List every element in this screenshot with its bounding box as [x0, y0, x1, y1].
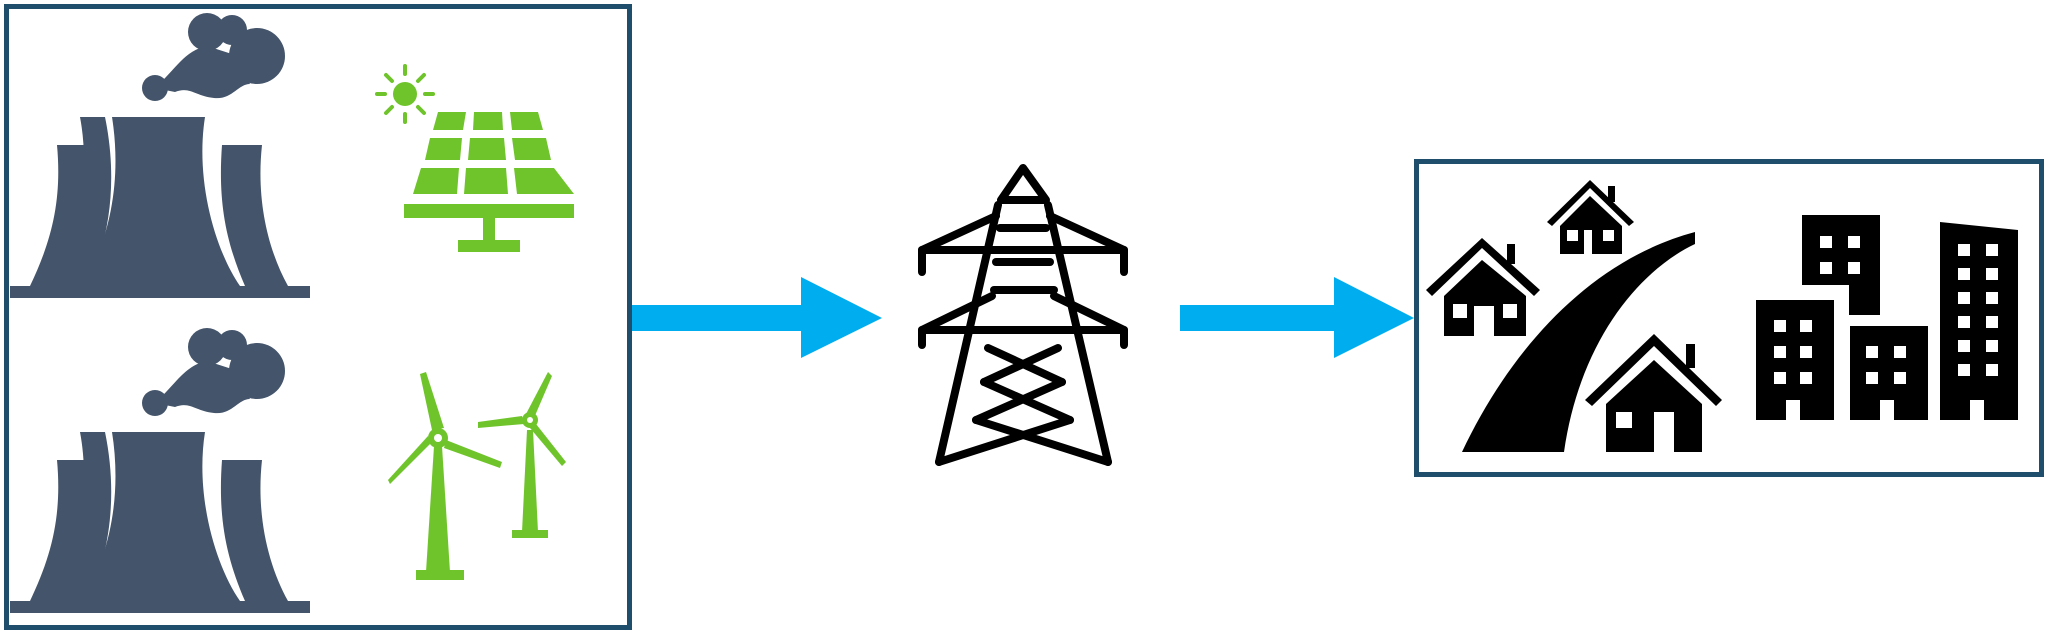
road-icon	[1462, 232, 1695, 452]
solar-panel-icon	[375, 64, 574, 252]
transmission-tower-icon	[918, 164, 1128, 466]
power-plant-bottom-icon	[10, 328, 310, 613]
wind-turbines-icon	[388, 372, 566, 580]
arrow-to-consumers	[1180, 277, 1414, 358]
arrow-to-grid	[632, 277, 882, 358]
generation-frame	[4, 4, 632, 630]
consumer-frame	[1414, 159, 2044, 477]
power-plant-top-icon	[10, 13, 310, 298]
houses-icon	[1426, 180, 1722, 452]
city-buildings-icon	[1756, 215, 2018, 420]
